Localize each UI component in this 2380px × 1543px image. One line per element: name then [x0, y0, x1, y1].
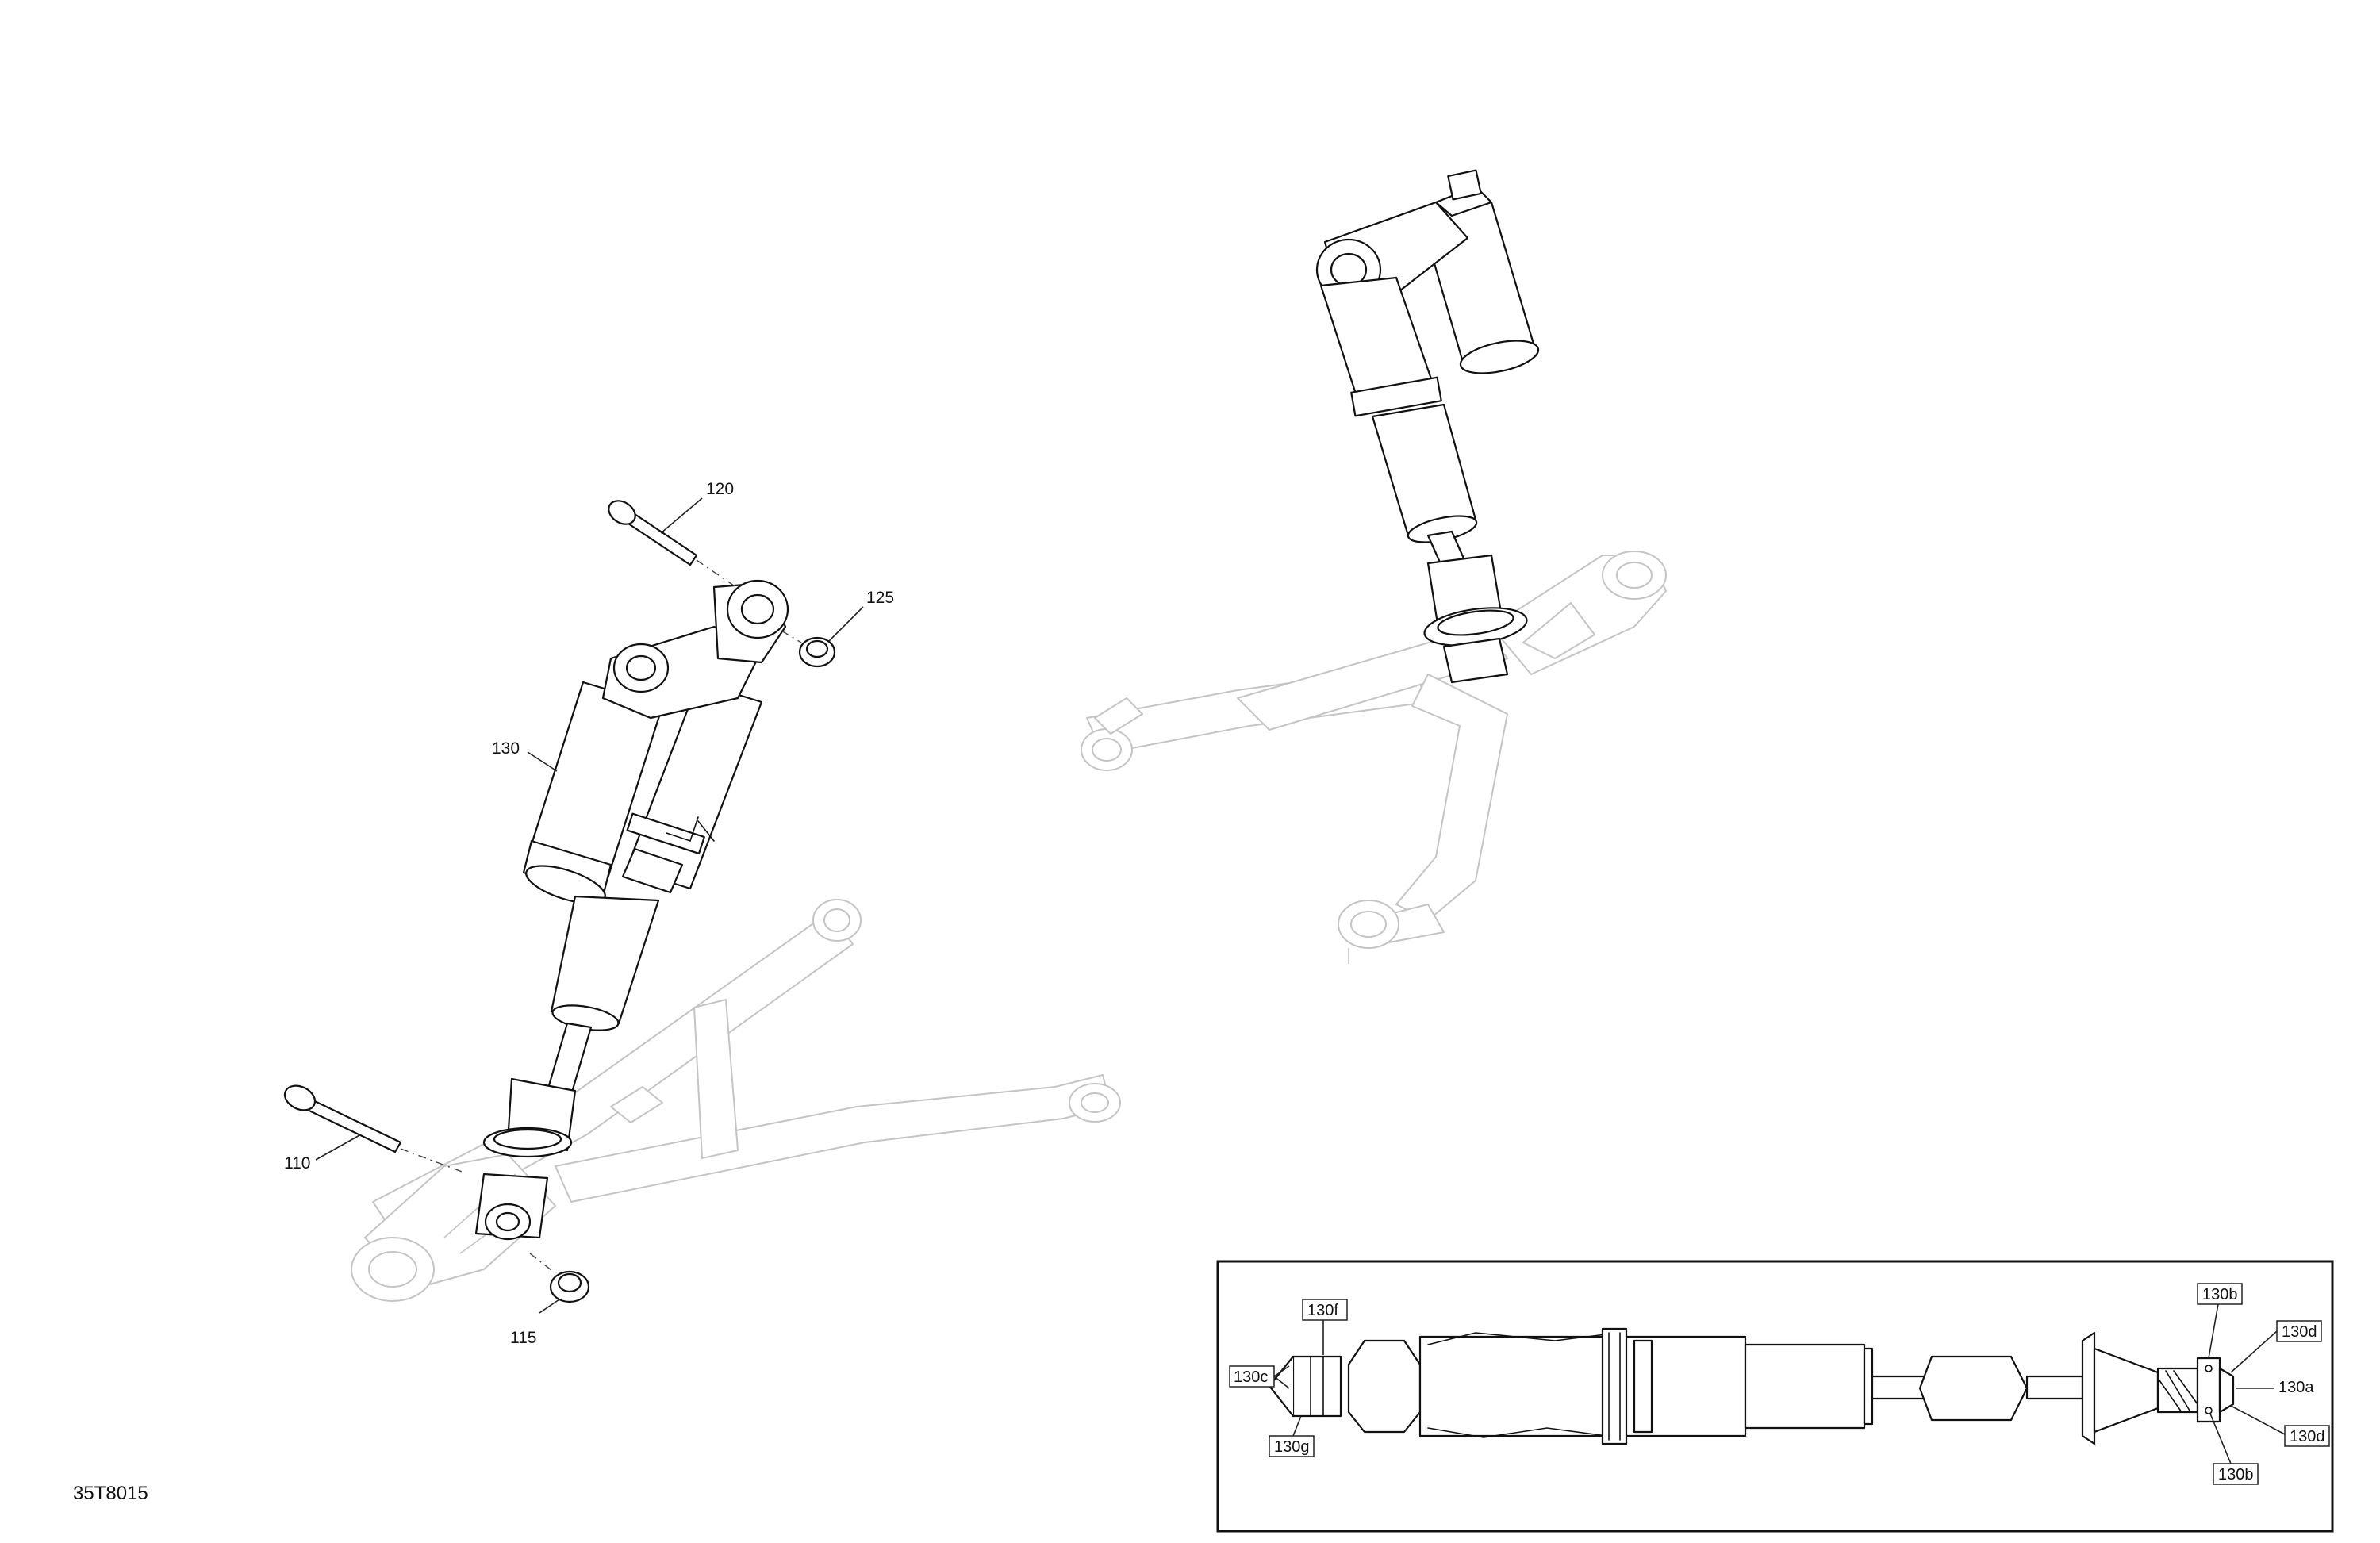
detail-callout-130d-bottom-label: 130d	[2290, 1428, 2325, 1445]
callout-120: 120	[660, 480, 734, 534]
left-shock-absorber	[474, 579, 789, 1241]
detail-callout-130d-top-label: 130d	[2282, 1323, 2317, 1341]
left-hardware	[283, 500, 836, 1303]
callout-120-label: 120	[706, 480, 734, 498]
detail-callout-130g-label: 130g	[1274, 1438, 1310, 1456]
detail-callout-130f-label: 130f	[1307, 1302, 1338, 1319]
right-a-arm	[1081, 551, 1667, 964]
detail-callout-130b-bottom: 130b	[2209, 1413, 2259, 1485]
callout-110: 110	[284, 1134, 362, 1173]
left-a-arm	[351, 899, 1121, 1302]
detail-callout-130c: 130c	[1229, 1365, 1290, 1389]
detail-inset-frame	[1216, 1260, 2334, 1533]
detail-callout-130b-bottom-label: 130b	[2218, 1466, 2254, 1484]
detail-callout-130c-label: 130c	[1234, 1368, 1268, 1386]
callout-110-label: 110	[284, 1154, 310, 1173]
callout-130: 130	[492, 739, 558, 772]
callout-125: 125	[828, 589, 894, 642]
callout-115: 115	[510, 1299, 560, 1347]
detail-callout-130d-top: 130d	[2230, 1320, 2322, 1373]
detail-shock-exploded	[1268, 1327, 2235, 1445]
detail-callout-130g: 130g	[1269, 1415, 1315, 1457]
callout-115-label: 115	[510, 1329, 536, 1347]
callout-130-label: 130	[492, 739, 520, 758]
detail-callout-130f: 130f	[1302, 1299, 1348, 1355]
detail-callout-130a: 130a	[2236, 1379, 2314, 1396]
callout-125-label: 125	[866, 589, 894, 607]
right-shock-absorber	[1315, 169, 1540, 684]
figure-code: 35T8015	[73, 1483, 148, 1504]
detail-callout-130b-top-label: 130b	[2202, 1286, 2238, 1303]
detail-callout-130b-top: 130b	[2197, 1283, 2243, 1359]
detail-callout-130d-bottom: 130d	[2230, 1405, 2330, 1447]
detail-callout-130a-label: 130a	[2278, 1379, 2314, 1396]
